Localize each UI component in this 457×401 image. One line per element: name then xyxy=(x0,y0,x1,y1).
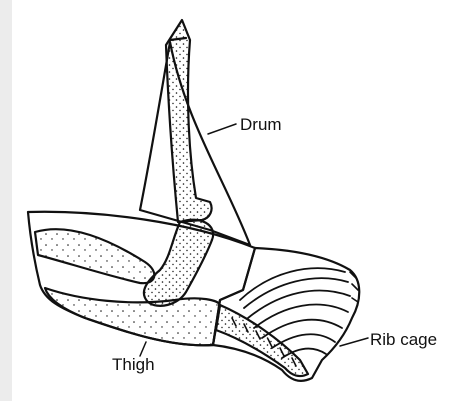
thigh-label: Thigh xyxy=(112,356,155,373)
thigh-muscle xyxy=(35,229,154,283)
drum-rod xyxy=(166,20,212,222)
rib-cage-leader xyxy=(340,338,368,346)
drum-label: Drum xyxy=(240,116,282,133)
rib-tips xyxy=(350,272,358,302)
thigh-leader xyxy=(140,342,146,356)
drum-leader xyxy=(208,124,236,134)
femur-bone xyxy=(144,220,213,306)
rib-cage-label: Rib cage xyxy=(370,331,437,348)
thigh-lower xyxy=(45,288,220,345)
spine xyxy=(216,305,308,376)
